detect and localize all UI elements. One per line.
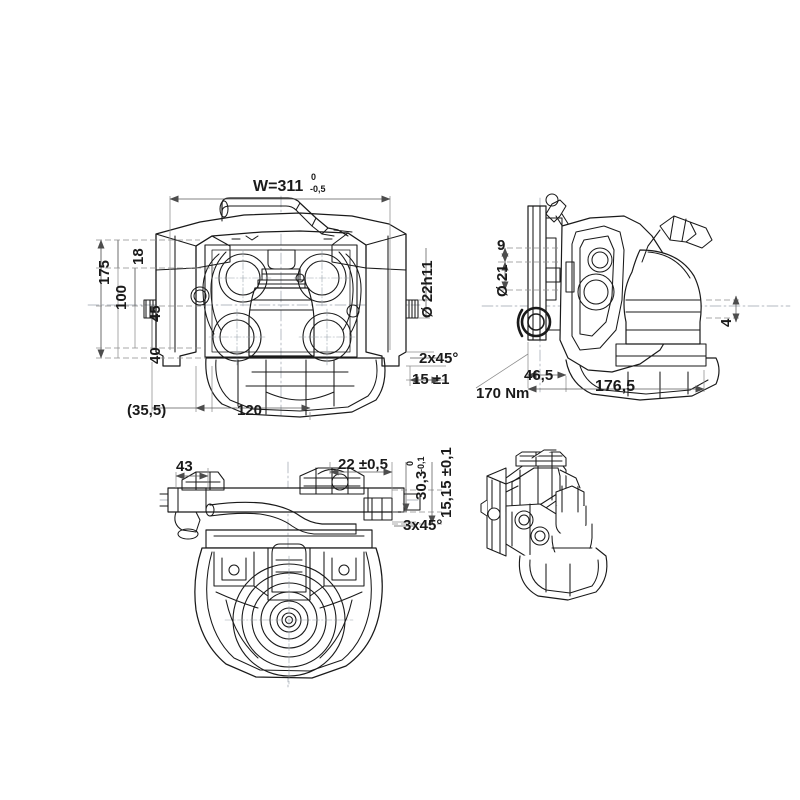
front-view-dimensions [96,195,446,420]
plan-view-dimensions [175,462,442,527]
dim-height-175: 175 [96,259,113,285]
dim-height-40: 40 [147,347,164,364]
dim-30-3: 30,3 [413,470,430,500]
plan-view [159,461,421,689]
dim-width-tol-upper: 0 [311,172,317,182]
dim-15-15: 15,15 ±0,1 [438,447,455,518]
dim-9: 9 [497,237,506,254]
dim-43: 43 [176,458,193,475]
dim-chamfer-3x45: 3x45° [403,517,443,534]
dim-15-pm1: 15 ±1 [412,371,450,388]
dim-22-pm05: 22 ±0,5 [338,456,388,473]
dim-30-3-tol-upper: 0 [405,460,415,466]
dim-176-5: 176,5 [595,378,636,395]
dim-30-3-tol-lower: -0,1 [416,456,426,472]
dim-width-overall: W=311 [253,178,304,195]
dim-chamfer-2x45: 2x45° [419,350,459,367]
side-view-dimensions [475,247,742,393]
dim-height-45: 45 [147,305,164,322]
isometric-view [480,449,608,601]
dim-46-5: 46,5 [524,367,554,384]
dim-bore-21: Ø 21 [494,264,511,297]
side-view [481,193,791,401]
dim-4: 4 [718,318,735,327]
front-view [87,195,421,419]
dim-width-tol-lower: -0,5 [310,184,326,194]
dim-bore-22h11: Ø 22h11 [419,260,436,318]
dim-height-18: 18 [130,248,147,265]
dim-35-5: (35,5) [127,402,167,419]
dim-120: 120 [237,402,263,419]
note-torque-170nm: 170 Nm [476,385,530,402]
dim-height-100: 100 [113,284,130,310]
